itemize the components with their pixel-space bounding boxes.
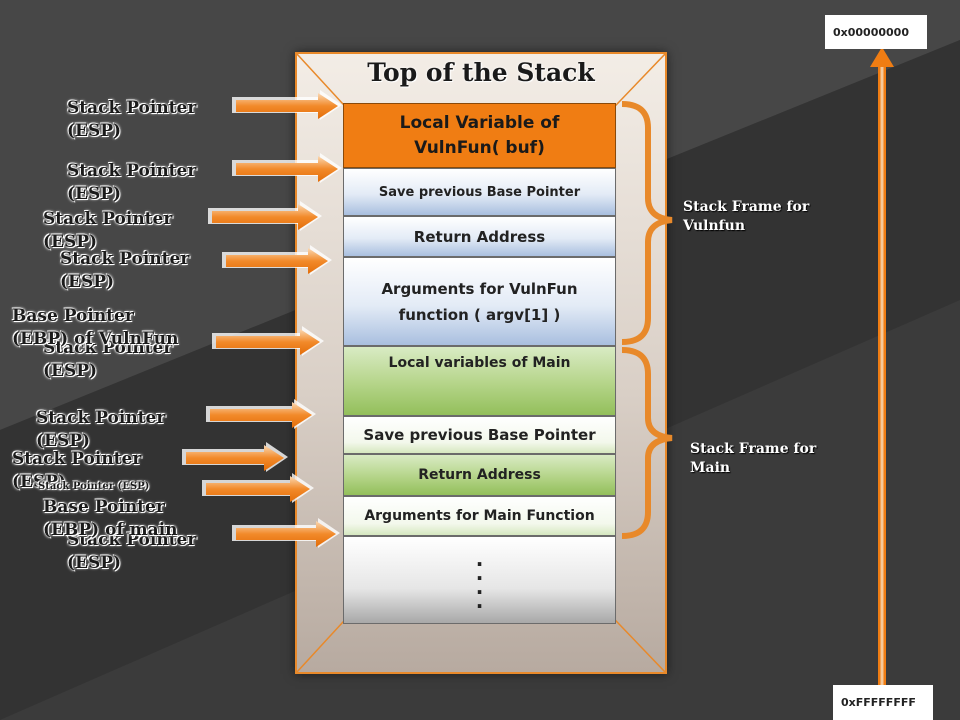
arrow-sp8: [232, 518, 340, 548]
label-stack-pointer-small: Stack Pointer (ESP): [38, 481, 150, 492]
arrow-bp-vulnfun: [212, 326, 324, 356]
cell-local-variable-vulnfun: Local Variable of VulnFun( buf): [343, 103, 616, 168]
cell-return-address-main: Return Address: [343, 454, 616, 496]
label-base-pointer-vulnfun: Base Pointer (EBP) of VulnFun: [12, 306, 179, 349]
arrow-sp6: [182, 442, 288, 472]
cell-continuation: . . . .: [343, 536, 616, 624]
label-stack-pointer-7: Stack Pointer (ESP): [12, 449, 142, 492]
label-stack-pointer-3: Stack Pointer (ESP): [43, 209, 173, 252]
label-stack-frame-vulnfun: Stack Frame for Vulnfun: [683, 199, 810, 234]
label-stack-pointer-8: Stack Pointer (ESP): [67, 530, 197, 573]
continuation-dots: . . . .: [475, 547, 484, 613]
address-direction-arrow: [870, 47, 894, 685]
address-bottom: 0xFFFFFFFF: [833, 685, 933, 720]
cell-save-base-pointer-main: Save previous Base Pointer: [343, 416, 616, 454]
cell-arguments-main: Arguments for Main Function: [343, 496, 616, 536]
arrow-sp1: [232, 90, 342, 120]
label-stack-frame-main: Stack Frame for Main: [690, 441, 817, 476]
arrow-sp4: [222, 245, 332, 275]
label-stack-pointer-4: Stack Pointer (ESP): [60, 249, 190, 292]
cell-save-base-pointer-vulnfun: Save previous Base Pointer: [343, 168, 616, 216]
frame-braces: [621, 101, 673, 539]
arrow-sp5: [206, 399, 316, 429]
brace-main: [621, 347, 673, 539]
cell-local-variables-main: Local variables of Main: [343, 346, 616, 416]
arrow-sp3: [208, 201, 322, 231]
cell-return-address-vulnfun: Return Address: [343, 216, 616, 257]
cell-arguments-vulnfun: Arguments for VulnFun function ( argv[1]…: [343, 257, 616, 346]
arrow-sp2: [232, 153, 342, 183]
arrow-sp7: [202, 473, 314, 503]
pointer-arrows: [182, 90, 342, 548]
stack-title: Top of the Stack: [367, 58, 595, 87]
label-stack-pointer-2: Stack Pointer (ESP): [67, 161, 197, 204]
address-top: 0x00000000: [825, 15, 927, 49]
label-base-pointer-main: Base Pointer (EBP) of main: [43, 497, 178, 540]
label-stack-pointer-5: Stack Pointer (ESP): [43, 338, 173, 381]
label-stack-pointer-1: Stack Pointer (ESP): [67, 98, 197, 141]
brace-vulnfun: [621, 101, 673, 345]
label-stack-pointer-6: Stack Pointer (ESP): [36, 408, 166, 451]
